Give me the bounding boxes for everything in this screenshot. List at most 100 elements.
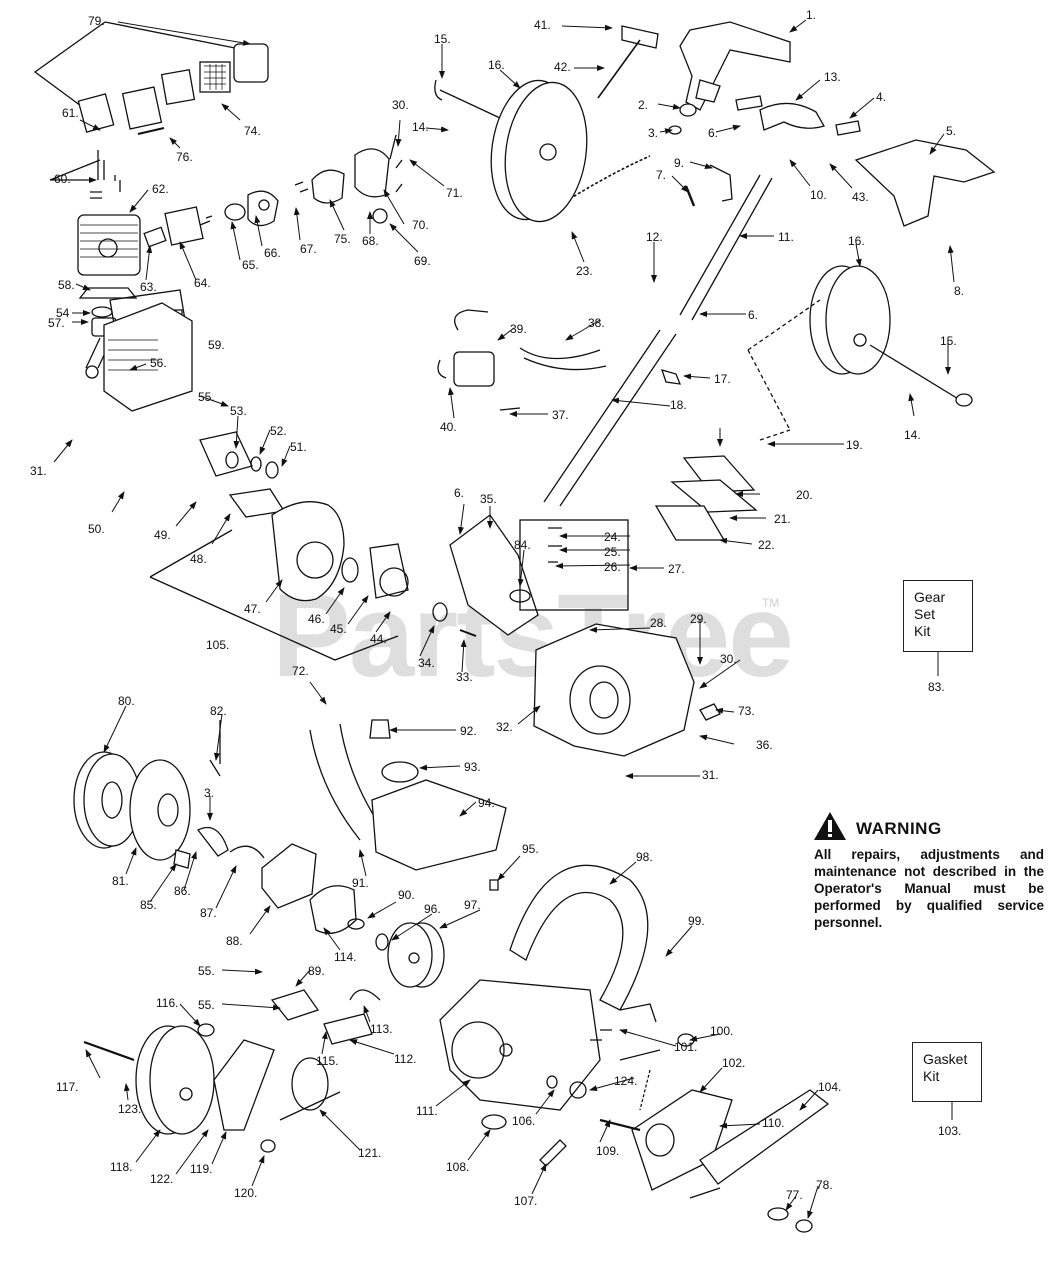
wheel-lower [83, 989, 381, 1153]
callout-68: 68. [362, 234, 379, 248]
callout-76: 76. [176, 150, 193, 164]
callout-69: 69. [414, 254, 431, 268]
callout-80: 80. [118, 694, 135, 708]
callout-77: 77. [786, 1188, 803, 1202]
gear-set-kit-number: 83. [928, 680, 945, 694]
callout-15b: 15. [940, 334, 957, 348]
callout-2: 2. [638, 98, 649, 112]
callout-108: 108. [446, 1160, 470, 1174]
callout-44: 44. [370, 632, 387, 646]
gasket-kit-line-2: Kit [923, 1068, 940, 1084]
gear-set-kit-line-2: Set [914, 606, 936, 622]
callout-81: 81. [112, 874, 129, 888]
callout-67: 67. [300, 242, 317, 256]
callout-16a: 16. [488, 58, 505, 72]
callout-13: 13. [824, 70, 841, 84]
callout-48: 48. [190, 552, 207, 566]
callout-104: 104. [818, 1080, 842, 1094]
callout-121: 121. [358, 1146, 382, 1160]
callout-113: 113. [370, 1022, 393, 1036]
callout-93: 93. [464, 760, 481, 774]
callout-9: 9. [674, 156, 685, 170]
callout-19: 19. [846, 438, 863, 452]
warning-text: All repairs, adjustments and maintenance… [814, 847, 1044, 930]
callout-58: 58. [58, 278, 75, 292]
crankcase-assembly [103, 289, 477, 661]
callout-21: 21. [774, 512, 791, 526]
callout-89: 89. [308, 964, 325, 978]
callout-12: 12. [646, 230, 663, 244]
callout-122: 122. [150, 1172, 174, 1186]
callout-63: 63. [140, 280, 157, 294]
gasket-kit-line-1: Gasket [923, 1051, 968, 1067]
callout-109: 109. [596, 1144, 620, 1158]
ignition-module [437, 309, 607, 411]
callout-101: 101. [674, 1040, 698, 1054]
callout-7: 7. [656, 168, 667, 182]
callout-31b: 31. [702, 768, 719, 782]
handle-assembly [539, 21, 996, 507]
callout-117: 117. [56, 1080, 79, 1094]
callout-55c: 55. [198, 998, 215, 1012]
callout-23: 23. [576, 264, 593, 278]
callout-118: 118. [110, 1160, 133, 1174]
callout-84: 84. [514, 538, 531, 552]
callout-39: 39. [510, 322, 527, 336]
callout-107: 107. [514, 1194, 538, 1208]
warning-icon-art [814, 812, 846, 840]
callout-41: 41. [534, 18, 551, 32]
gear-set-kit-line-1: Gear [914, 589, 946, 605]
callout-98: 98. [636, 850, 653, 864]
gear-set-kit-line-3: Kit [914, 623, 931, 639]
callout-90: 90. [398, 888, 415, 902]
callout-50: 50. [88, 522, 105, 536]
callout-3a: 3. [648, 126, 659, 140]
callout-73: 73. [738, 704, 755, 718]
callout-15a: 15. [434, 32, 451, 46]
callout-14a: 14. [412, 120, 429, 134]
callout-91: 91. [352, 876, 369, 890]
callout-49: 49. [154, 528, 171, 542]
callout-34: 34. [418, 656, 435, 670]
callout-59: 59. [208, 338, 225, 352]
callout-11: 11. [778, 230, 794, 244]
callout-114: 114. [334, 950, 357, 964]
callout-86: 86. [174, 884, 191, 898]
callout-57: 57. [48, 316, 65, 330]
callout-3b: 3. [204, 786, 215, 800]
callout-53: 53. [230, 404, 247, 418]
callout-116: 116. [156, 996, 179, 1010]
callout-46: 46. [308, 612, 325, 626]
callout-55a: 55. [198, 390, 215, 404]
callout-97: 97. [464, 898, 481, 912]
gear-housing-assembly [449, 514, 721, 757]
warning-title: WARNING [856, 819, 942, 838]
callout-35: 35. [480, 492, 497, 506]
callout-78: 78. [816, 1178, 833, 1192]
callout-72: 72. [292, 664, 309, 678]
callout-115: 115. [316, 1054, 339, 1068]
callout-105: 105. [206, 638, 230, 652]
callout-94: 94. [478, 796, 495, 810]
callout-36: 36. [756, 738, 773, 752]
gasket-kit-box: Gasket Kit [912, 1042, 982, 1102]
callout-25: 25. [604, 545, 621, 559]
shaft-guard-kit [654, 299, 821, 541]
callout-79: 79. [88, 14, 105, 28]
starter-assembly [73, 720, 445, 988]
callout-112: 112. [394, 1052, 417, 1066]
callout-5: 5. [946, 124, 957, 138]
callout-123: 123. [118, 1102, 142, 1116]
callout-6c: 6. [454, 486, 465, 500]
air-filter-assembly [33, 21, 269, 135]
callout-56: 56. [150, 356, 167, 370]
callout-60: 60. [54, 172, 71, 186]
callout-6b: 6. [748, 308, 759, 322]
warning-triangle-icon [814, 816, 848, 842]
callout-47: 47. [244, 602, 261, 616]
lower-gearbox-assembly [439, 979, 830, 1233]
callout-24: 24. [604, 530, 621, 544]
callout-31a: 31. [30, 464, 47, 478]
callout-30a: 30. [392, 98, 409, 112]
